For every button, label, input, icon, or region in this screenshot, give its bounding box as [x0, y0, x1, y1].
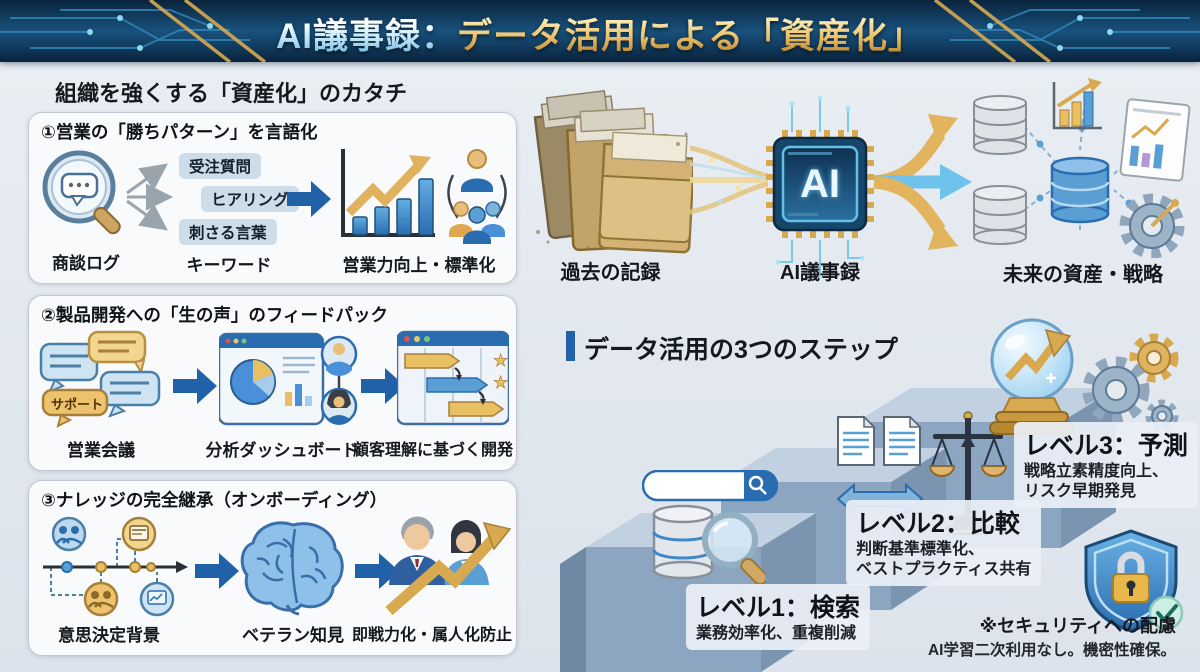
- search-bar-icon: [642, 470, 778, 502]
- branch-arrows-icon: [873, 114, 972, 250]
- level1-panel: レベル1：検索 業務効率化、重複削減: [686, 584, 870, 650]
- box3-step2-label: ベテラン知見: [242, 626, 344, 645]
- network-icon: [973, 78, 1191, 258]
- mentor-pair-icon: [385, 516, 512, 616]
- support-tag: サポート: [50, 397, 103, 412]
- folders-icon: [533, 89, 693, 254]
- timeline-icon: [43, 516, 188, 617]
- database-search-icon: [652, 504, 766, 586]
- arrow-right-icon: [355, 553, 399, 589]
- keyword-pill-2: ヒアリング: [201, 186, 299, 212]
- steps-heading: データ活用の3つのステップ: [584, 336, 898, 364]
- svg-text:★: ★: [493, 351, 508, 370]
- magnifier-chat-icon: [42, 150, 121, 235]
- scale-icon: [928, 411, 1008, 535]
- level3-panel: レベル3：予測 戦略立素精度向上、 リスク早期発見: [1014, 422, 1198, 508]
- security-note: ※セキュリティへの配慮 AI学習二次利用なし。機密性確保。: [756, 612, 1176, 660]
- box2-title: ②製品開発への「生の声」のフィードパック: [41, 305, 388, 325]
- level1-desc: 業務効率化、重複削減: [696, 625, 857, 642]
- security-note-desc: AI学習二次利用なし。機密性確保。: [927, 642, 1176, 659]
- circuit-trace-bottom-decoration: [775, 240, 865, 279]
- gears-icon: [1082, 333, 1179, 433]
- arrow-right-icon: [173, 368, 217, 404]
- level2-desc-line2: ベストプラクティス共有: [856, 561, 1032, 578]
- ai-chip-text: AI: [800, 161, 840, 206]
- dashboard-icon: [219, 332, 358, 426]
- circuit-pattern-decoration: [0, 0, 1200, 62]
- level3-desc-line1: 戦略立素精度向上、: [1024, 463, 1169, 480]
- circuit-trace-top-decoration: [789, 96, 851, 132]
- shield-lock-icon: [1084, 529, 1184, 633]
- level3-desc-line2: リスク早期発見: [1024, 483, 1137, 500]
- keyword-pill-3: 刺さる言葉: [179, 219, 277, 245]
- page-title: AI議事録：データ活用による「資産化」: [0, 8, 1200, 59]
- box2-step3-label: 顧客理解に基づく開発: [352, 442, 513, 459]
- crystal-ball-icon: [989, 318, 1075, 435]
- svg-text:★: ★: [493, 373, 508, 392]
- gantt-icon: ★ ★: [397, 330, 509, 426]
- feature-box-3: ③ナレッジの完全継承（オンボーディング） 意思決定背景: [28, 480, 517, 656]
- ai-label: AI議事録: [780, 262, 860, 284]
- level2-title: レベル2：比較: [856, 510, 1020, 538]
- box3-step1-label: 意思決定背景: [58, 626, 160, 645]
- growth-chart-icon: [341, 149, 435, 237]
- box1-source-label: 商談ログ: [52, 254, 120, 273]
- box2-step2-label: 分析ダッシュボード: [205, 441, 359, 460]
- level1-title: レベル1：検索: [696, 594, 860, 622]
- past-label: 過去の記録: [560, 262, 661, 284]
- feature-box-2: ②製品開発への「生の声」のフィードパック サポート 営業会議: [28, 295, 517, 471]
- brain-icon: [240, 521, 344, 616]
- level2-desc-line1: 判断基準標準化、: [856, 541, 985, 558]
- data-stream-decoration: [690, 145, 768, 215]
- future-label: 未来の資産・戦略: [1003, 264, 1163, 286]
- arrow-right-icon: [195, 553, 239, 589]
- arrow-right-icon: [361, 368, 405, 404]
- box3-title: ③ナレッジの完全継承（オンボーディング）: [41, 490, 388, 510]
- fan-arrows-icon: [126, 163, 173, 231]
- left-section-title: 組織を強くする「資産化」のカタチ: [55, 81, 408, 106]
- feature-box-1: ①営業の「勝ちパターン」を言語化 商談ログ 受注質問 ヒアリング 刺さる言葉 キ…: [28, 112, 517, 284]
- keyword-pill-1: 受注質問: [179, 153, 262, 179]
- arrow-right-icon: [287, 181, 331, 217]
- steps-heading-bar: [566, 331, 575, 361]
- box2-step1-label: 営業会議: [67, 441, 135, 460]
- level2-panel: レベル2：比較 判断基準標準化、 ベストプラクティス共有: [846, 500, 1042, 586]
- header-banner: AI議事録：データ活用による「資産化」: [0, 0, 1200, 62]
- box1-title: ①営業の「勝ちパターン」を言語化: [41, 122, 318, 142]
- team-icon: [447, 149, 507, 244]
- box1-keywords-label: キーワード: [186, 256, 272, 275]
- security-note-title: ※セキュリティへの配慮: [979, 616, 1176, 636]
- box3-step3-label: 即戦力化・属人化防止: [351, 627, 512, 644]
- page-title-gold: データ活用による「資産化」: [457, 17, 924, 56]
- box1-result-label: 営業力向上・標準化: [342, 256, 496, 275]
- page-title-silver: AI議事録：: [276, 17, 458, 56]
- speech-bubbles-icon: [39, 330, 161, 428]
- ai-chip-icon: [766, 130, 874, 238]
- level3-title: レベル3：予測: [1024, 432, 1188, 460]
